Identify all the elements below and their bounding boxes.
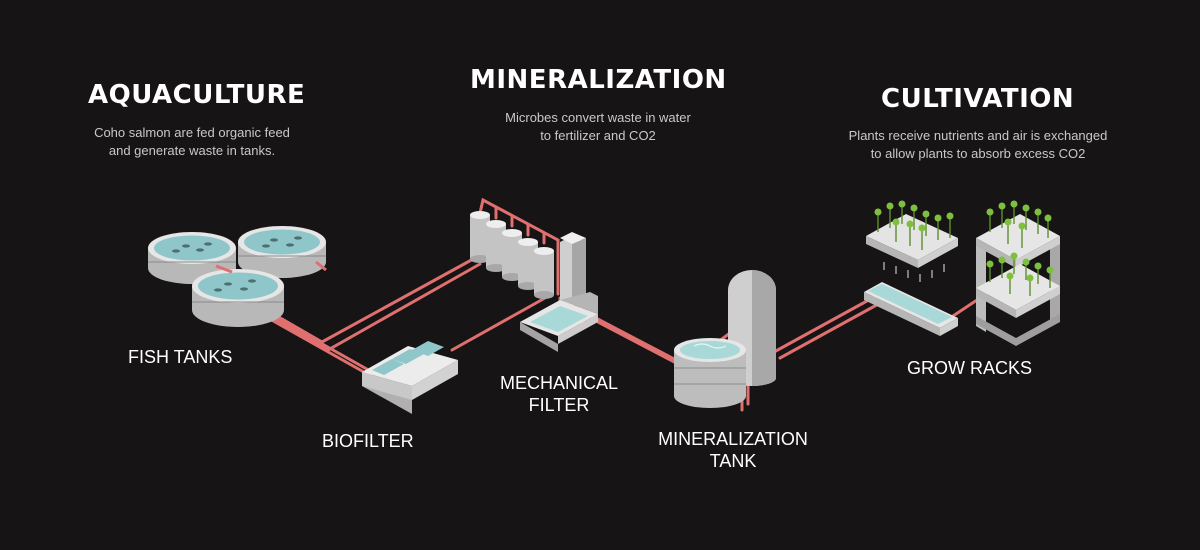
fish-tank-icon [148, 226, 327, 327]
fish-tank-1 [148, 232, 236, 284]
mineralization-description: Microbes convert waste in water to ferti… [468, 109, 728, 145]
pipe-fish-to-filters [268, 256, 477, 344]
cultivation-desc-line-2: to allow plants to absorb excess CO2 [870, 146, 1086, 161]
mechanical-filter-icon [470, 211, 598, 352]
mechanical-filter-label-line-2: FILTER [528, 395, 590, 415]
aquaculture-desc-line-2: and generate waste in tanks. [108, 143, 276, 158]
cultivation-desc-line-1: Plants receive nutrients and air is exch… [848, 128, 1108, 143]
mineralization-tank-label-line-1: MINERALIZATION [658, 429, 808, 449]
plant-icon [877, 204, 951, 250]
cultivation-title: CULTIVATION [881, 84, 1075, 114]
mineralization-desc-line-2: to fertilizer and CO2 [540, 128, 656, 143]
pipe-fish-to-biofilter [260, 308, 374, 374]
fish-tank-3 [192, 269, 284, 327]
filter-cylinder-4 [518, 238, 538, 290]
mineralization-title: MINERALIZATION [470, 65, 727, 95]
filter-cylinder-1 [470, 211, 490, 263]
filter-cylinder-5 [534, 247, 554, 299]
mineral-tank [674, 338, 746, 408]
mineralization-desc-line-1: Microbes convert waste in water [505, 110, 691, 125]
pipe-filter-manifold [478, 197, 560, 296]
filter-cylinder-2 [486, 220, 506, 272]
mineralization-tank-label: MINERALIZATION TANK [648, 428, 818, 472]
fish-tank-2 [238, 226, 326, 278]
cultivation-description: Plants receive nutrients and air is exch… [818, 127, 1138, 163]
pipe-mineral-to-grow [772, 294, 878, 354]
aquaculture-title: AQUACULTURE [88, 80, 306, 110]
pipe-fish-to-filters-2 [274, 262, 482, 352]
aquaculture-desc-line-1: Coho salmon are fed organic feed [94, 125, 290, 140]
grow-racks-label: GROW RACKS [907, 358, 1033, 378]
pipe-biofilter-to-mechanical [450, 296, 547, 352]
mechanical-filter-label: MECHANICAL FILTER [494, 372, 624, 416]
aquaculture-description: Coho salmon are fed organic feed and gen… [82, 124, 302, 160]
pipe-mineral-to-grow-2 [778, 300, 884, 360]
biofilter-label: BIOFILTER [322, 431, 414, 451]
mechanical-filter-label-line-1: MECHANICAL [499, 373, 619, 393]
pipe-mechanical-to-mineralization [590, 314, 678, 362]
filter-cylinder-3 [502, 229, 522, 281]
raft-tray [866, 214, 958, 282]
pipe-mechanical-to-mineralization-2 [596, 320, 684, 368]
mineralization-tank-label-line-2: TANK [709, 451, 757, 471]
fish-tanks-label: FISH TANKS [128, 347, 233, 367]
grow-rack-icon [864, 200, 1060, 346]
biofilter-icon [362, 341, 458, 414]
mineralization-tank-icon [674, 270, 776, 408]
drum-filter [520, 292, 598, 352]
filter-column [560, 232, 586, 306]
pipe-fish-to-biofilter-2 [266, 316, 380, 382]
nutrient-channel [864, 282, 958, 336]
